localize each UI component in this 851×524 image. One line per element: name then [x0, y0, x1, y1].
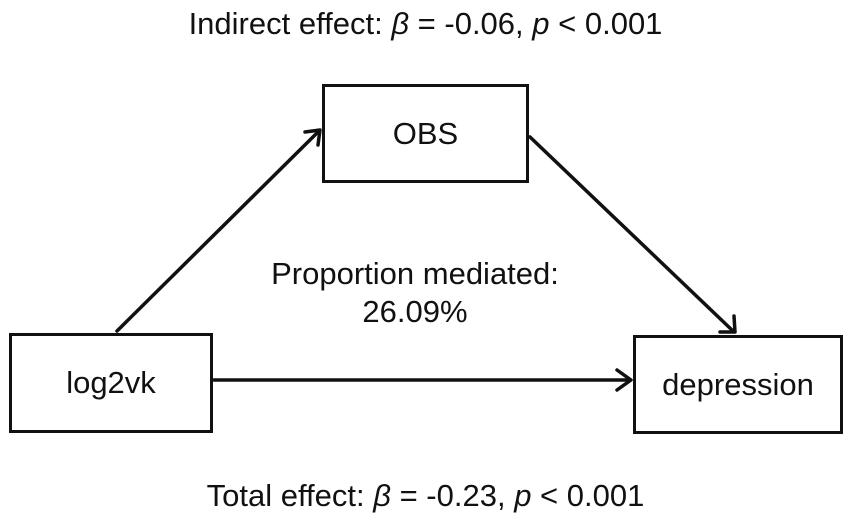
mediator-label: OBS	[392, 115, 459, 151]
beta-symbol: β	[391, 6, 410, 41]
exposure-box: log2vk	[9, 333, 213, 433]
arrowhead-exposure-to-outcome	[615, 368, 633, 392]
total-effect-label: Total effect: β = -0.23, p < 0.001	[206, 478, 645, 513]
arrow-exposure-to-mediator	[115, 129, 321, 333]
proportion-mediated: Proportion mediated: 26.09%	[230, 255, 600, 331]
p-symbol: p	[532, 6, 550, 41]
arrowhead-exposure-to-mediator	[303, 128, 322, 147]
arrowhead-mediator-to-outcome	[718, 314, 737, 334]
exposure-label: log2vk	[66, 365, 156, 400]
outcome-box: depression	[633, 335, 843, 434]
beta-symbol: β	[373, 478, 391, 513]
arrow-mediator-to-outcome	[528, 135, 735, 333]
proportion-label: Proportion mediated:	[271, 256, 559, 291]
indirect-effect-label: Indirect effect: β = -0.06, p < 0.001	[188, 6, 663, 41]
outcome-label: depression	[662, 366, 814, 402]
proportion-value: 26.09%	[362, 294, 468, 329]
p-symbol: p	[514, 478, 532, 513]
mediator-box: OBS	[322, 84, 529, 183]
